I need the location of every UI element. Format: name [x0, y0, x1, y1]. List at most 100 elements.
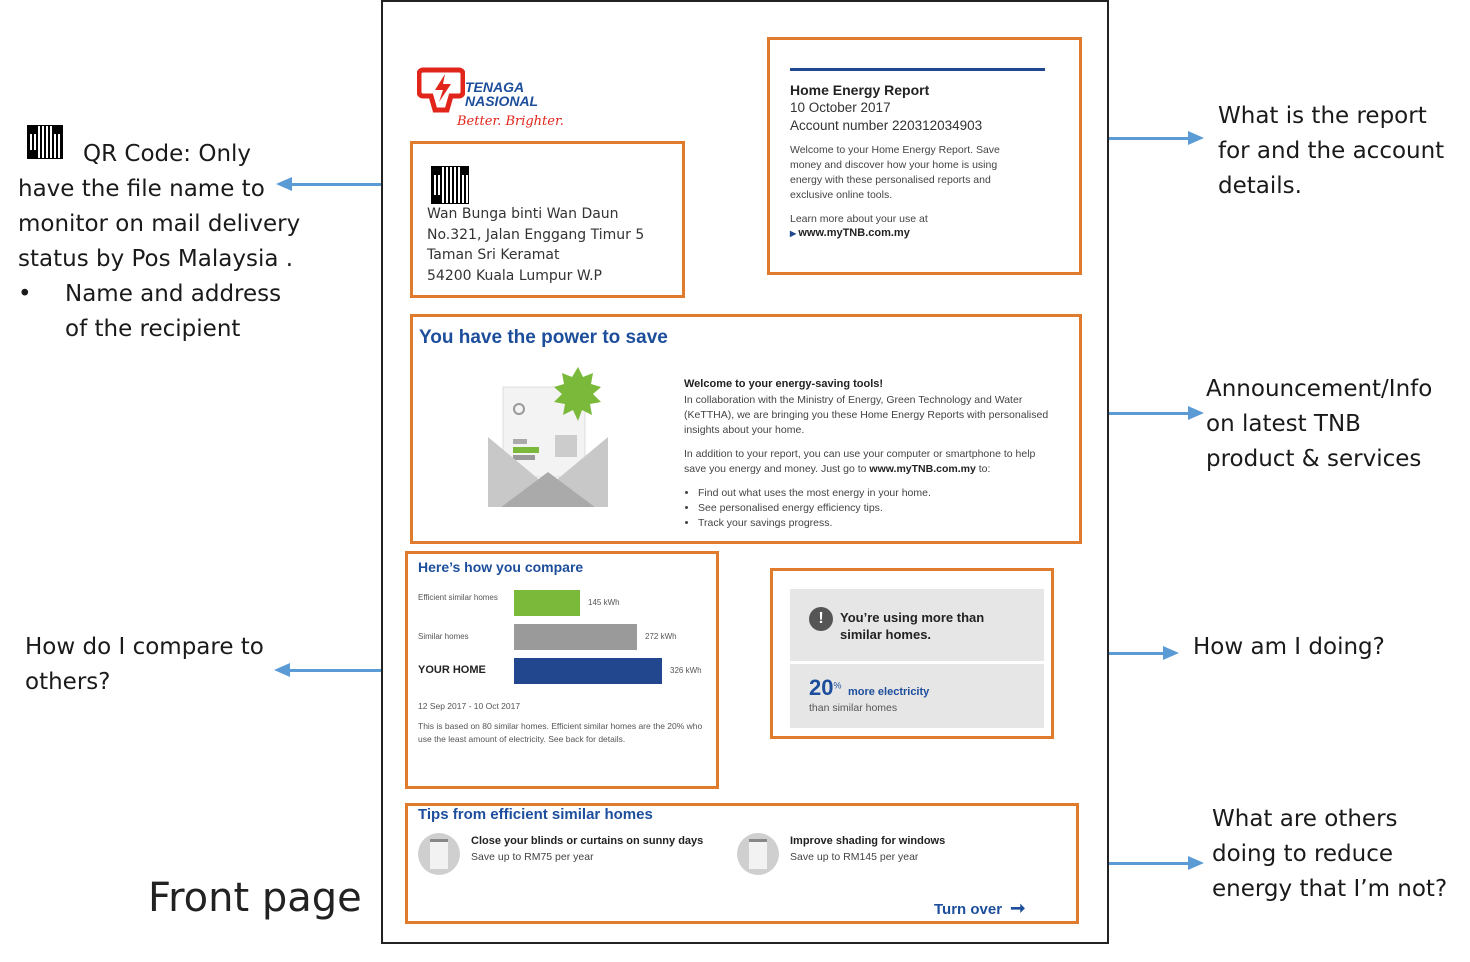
- chart-value-label: 145 kWh: [588, 598, 620, 607]
- logo-line2: NASIONAL: [465, 93, 539, 109]
- chart-category-label: YOUR HOME: [418, 664, 486, 676]
- doing-percent-row: 20% more electricity: [809, 675, 929, 701]
- compare-note: This is based on 80 similar homes. Effic…: [418, 721, 703, 744]
- report-learn: Learn more about your use at: [790, 213, 928, 225]
- recipient-box: Wan Bunga binti Wan Daun No.321, Jalan E…: [410, 141, 685, 298]
- arrow-head-announce: [1188, 406, 1204, 420]
- tip1-icon: [418, 833, 460, 875]
- arrow-head-doing: [1163, 646, 1179, 660]
- report-url[interactable]: www.myTNB.com.my: [798, 227, 910, 239]
- doing-than: than similar homes: [809, 702, 898, 714]
- arrow-line-tips: [1078, 862, 1189, 865]
- arrow-head-compare: [274, 663, 290, 677]
- tnb-logo-icon: [417, 67, 465, 113]
- doing-percent-sign: %: [833, 680, 842, 691]
- envelope-illustration: [488, 367, 608, 507]
- arrow-head-qr: [276, 177, 292, 191]
- qr-text-line1: QR Code: Only: [83, 141, 252, 167]
- power-para2-url[interactable]: www.myTNB.com.my: [869, 463, 976, 475]
- compare-date-range: 12 Sep 2017 - 10 Oct 2017: [418, 701, 521, 711]
- recipient-name: Wan Bunga binti Wan Daun: [427, 206, 619, 222]
- power-para2: In addition to your report, you can use …: [684, 447, 1054, 477]
- front-page-label: Front page: [148, 875, 362, 921]
- power-box: You have the power to save Welcome to yo…: [410, 314, 1082, 544]
- arrow-line-announce: [1081, 412, 1189, 415]
- turn-over-link[interactable]: Turn over ➞: [934, 898, 1025, 919]
- arrow-line-doing: [1054, 652, 1164, 655]
- bullet-line1: Name and address: [65, 281, 282, 307]
- turn-over-label[interactable]: Turn over: [934, 901, 1003, 918]
- power-bullets: Find out what uses the most energy in yo…: [684, 486, 931, 531]
- announce-line2: on latest TNB: [1206, 411, 1361, 437]
- tips-line3: energy that I’m not?: [1212, 876, 1448, 902]
- header-rule: [790, 68, 1045, 71]
- report-annotation: What is the report for and the account d…: [1218, 99, 1468, 204]
- tip1-save: Save up to RM75 per year: [471, 851, 594, 863]
- doing-message-panel: [790, 589, 1044, 661]
- tips-line2: doing to reduce: [1212, 841, 1394, 867]
- report-title: Home Energy Report: [790, 82, 930, 98]
- power-bullet: Find out what uses the most energy in yo…: [698, 486, 931, 501]
- bullet-line2: of the recipient: [65, 316, 241, 342]
- tip1-title: Close your blinds or curtains on sunny d…: [471, 835, 704, 847]
- compare-annotation: How do I compare to others?: [25, 630, 305, 700]
- arrow-right-icon: ➞: [1010, 898, 1026, 918]
- report-header-box: Home Energy Report 10 October 2017 Accou…: [767, 37, 1082, 275]
- compare-line2: others?: [25, 669, 111, 695]
- report-welcome: Welcome to your Home Energy Report. Save…: [790, 144, 1000, 201]
- compare-title: Here’s how you compare: [418, 559, 584, 575]
- doing-more: more electricity: [847, 686, 930, 698]
- chart-value-label: 272 kWh: [645, 632, 677, 641]
- announce-annotation: Announcement/Info on latest TNB product …: [1206, 372, 1466, 477]
- compare-box: Here’s how you compare Efficient similar…: [405, 551, 719, 789]
- tips-line1: What are others: [1212, 806, 1398, 832]
- qr-code-icon: [27, 125, 63, 159]
- report-account: Account number 220312034903: [790, 118, 983, 133]
- qr-text-line3: monitor on mail delivery: [18, 211, 301, 237]
- chart-category-label: Similar homes: [418, 632, 469, 641]
- recipient-address1: No.321, Jalan Enggang Timur 5: [427, 226, 645, 243]
- power-para2-post: to:: [978, 463, 991, 475]
- doing-annotation: How am I doing?: [1193, 634, 1385, 660]
- chart-bar: [514, 590, 580, 616]
- report-date: 10 October 2017: [790, 100, 891, 115]
- tip2-icon: [737, 833, 779, 875]
- tips-title: Tips from efficient similar homes: [418, 806, 653, 823]
- report-url-row[interactable]: ▶ www.myTNB.com.my: [790, 227, 910, 239]
- power-title: You have the power to save: [419, 327, 668, 348]
- arrow-line-compare: [288, 669, 406, 672]
- tips-box: Tips from efficient similar homes Close …: [405, 803, 1079, 924]
- tip2-title: Improve shading for windows: [790, 835, 946, 847]
- power-bullet: See personalised energy efficiency tips.: [698, 501, 931, 516]
- chart-value-label: 326 kWh: [670, 666, 702, 675]
- power-para2-pre: In addition to your report, you can use …: [684, 448, 1036, 475]
- tnb-logo: TENAGA NASIONAL Better. Brighter.: [417, 66, 567, 138]
- report-line2: for and the account: [1218, 138, 1445, 164]
- chart-bar: [514, 624, 637, 650]
- logo-line1: TENAGA: [465, 79, 525, 95]
- doing-box: ! You’re using more than similar homes. …: [770, 568, 1054, 739]
- recipient-address: Wan Bunga binti Wan Daun No.321, Jalan E…: [427, 204, 644, 286]
- report-line3: details.: [1218, 173, 1302, 199]
- doing-stat-panel: [790, 664, 1044, 728]
- qr-text-line2: have the file name to: [18, 176, 265, 202]
- arrow-line-report: [1081, 137, 1189, 140]
- announce-line3: product & services: [1206, 446, 1422, 472]
- arrow-head-report: [1188, 131, 1204, 145]
- power-para1: In collaboration with the Ministry of En…: [684, 394, 1049, 436]
- doing-percent: 20: [809, 675, 834, 700]
- bullet-marker: •: [18, 281, 32, 307]
- recipient-qr-icon: [431, 166, 469, 204]
- chart-bar: [514, 658, 662, 684]
- qr-annotation: QR Code: Only have the file name to moni…: [18, 137, 358, 347]
- chart-category-label: Efficient similar homes: [418, 593, 498, 602]
- recipient-address3: 54200 Kuala Lumpur W.P: [427, 267, 602, 284]
- doing-message: You’re using more than similar homes.: [840, 610, 985, 642]
- qr-text-line4: status by Pos Malaysia .: [18, 246, 294, 272]
- tips-annotation: What are others doing to reduce energy t…: [1212, 802, 1468, 907]
- compare-line1: How do I compare to: [25, 634, 264, 660]
- power-heading: Welcome to your energy-saving tools!: [684, 378, 884, 390]
- power-bullet: Track your savings progress.: [698, 516, 931, 531]
- arrow-line-qr: [290, 183, 411, 186]
